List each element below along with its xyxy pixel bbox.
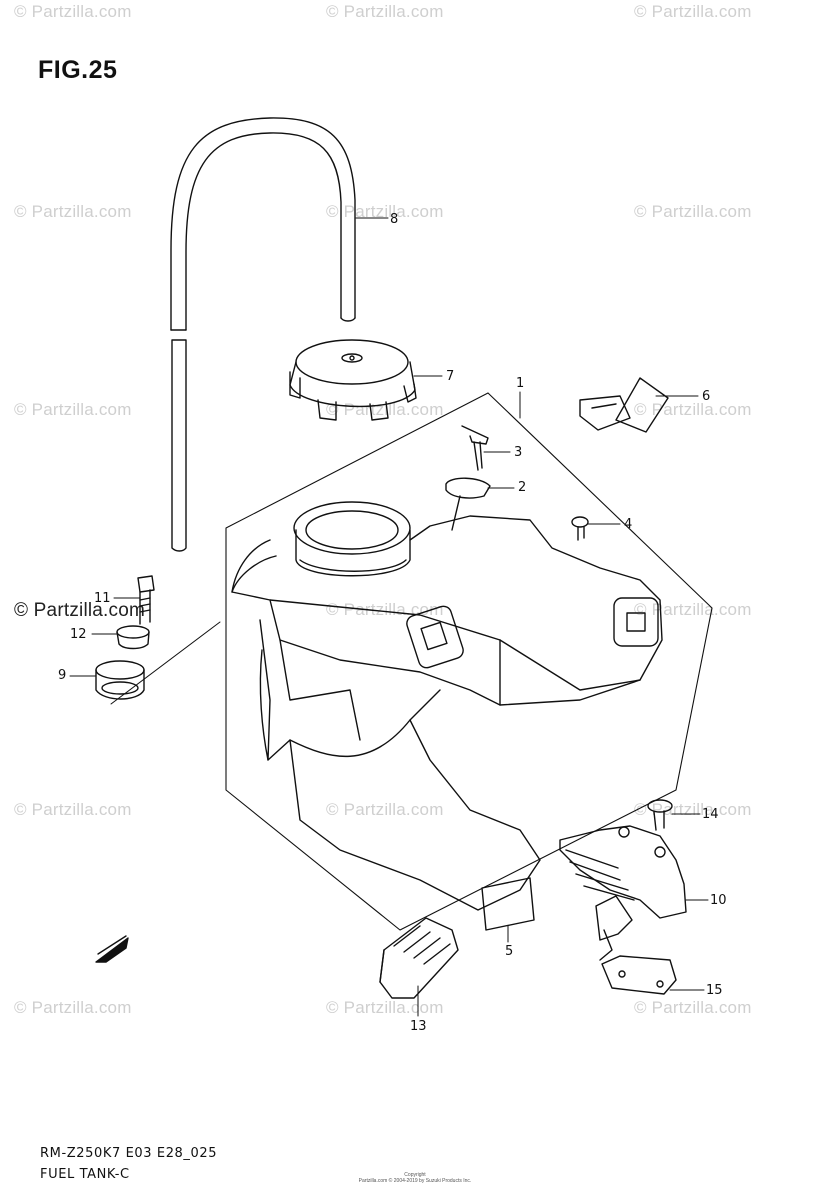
callout-2: 2 [518, 480, 527, 495]
watermark: © Partzilla.com [634, 600, 752, 619]
watermark: © Partzilla.com [14, 800, 132, 819]
fuel-cap[interactable] [289, 339, 417, 421]
label-5[interactable] [481, 877, 535, 931]
callout-6: 6 [702, 389, 711, 404]
assembly-frame [225, 392, 713, 931]
screw-3[interactable] [461, 425, 489, 471]
cushion-2[interactable] [445, 477, 491, 531]
watermark: © Partzilla.com [326, 800, 444, 819]
collar-12[interactable] [116, 625, 150, 650]
callout-3: 3 [514, 445, 523, 460]
copyright-line-2: Partzilla.com © 2004-2019 by Suzuki Prod… [358, 1178, 472, 1184]
watermark: © Partzilla.com [634, 2, 752, 21]
callout-7: 7 [446, 369, 455, 384]
bolt-11[interactable] [137, 575, 155, 625]
screw-4[interactable] [571, 516, 589, 541]
watermark: © Partzilla.com [326, 400, 444, 419]
callout-14: 14 [702, 807, 719, 822]
callout-12: 12 [70, 627, 87, 642]
figure-name: FUEL TANK-C [40, 1167, 130, 1182]
callout-10: 10 [710, 893, 727, 908]
breather-hose[interactable] [170, 117, 356, 552]
leader-lines [69, 217, 709, 1017]
watermark: © Partzilla.com [326, 998, 444, 1017]
model-code: RM-Z250K7 E03 E28_025 [40, 1146, 218, 1161]
fwd-arrow-icon [95, 935, 129, 963]
watermark: © Partzilla.com [634, 998, 752, 1017]
callout-9: 9 [58, 668, 67, 683]
tank-strap[interactable] [579, 377, 669, 433]
watermark: © Partzilla.com [14, 998, 132, 1017]
watermark: © Partzilla.com [14, 202, 132, 221]
callout-4: 4 [624, 517, 633, 532]
guard-10[interactable] [559, 825, 687, 961]
cover-13[interactable] [379, 917, 459, 999]
watermark-strong: © Partzilla.com [14, 600, 146, 621]
figure-title: FIG.25 [38, 56, 118, 84]
fuel-tank[interactable] [231, 501, 663, 911]
callout-1: 1 [516, 376, 525, 391]
copyright-line-1: Copyright [404, 1172, 426, 1178]
callout-5: 5 [505, 944, 514, 959]
callout-13: 13 [410, 1019, 427, 1034]
callout-8: 8 [390, 212, 399, 227]
watermark: © Partzilla.com [634, 202, 752, 221]
callout-11: 11 [94, 591, 111, 606]
copyright-notice: Copyright Partzilla.com © 2004-2019 by S… [345, 1172, 485, 1184]
bracket-15[interactable] [601, 955, 677, 995]
cushion-9[interactable] [95, 660, 145, 700]
watermark: © Partzilla.com [326, 2, 444, 21]
callout-15: 15 [706, 983, 723, 998]
watermark: © Partzilla.com [14, 2, 132, 21]
screw-14[interactable] [647, 799, 673, 831]
watermark: © Partzilla.com [14, 400, 132, 419]
